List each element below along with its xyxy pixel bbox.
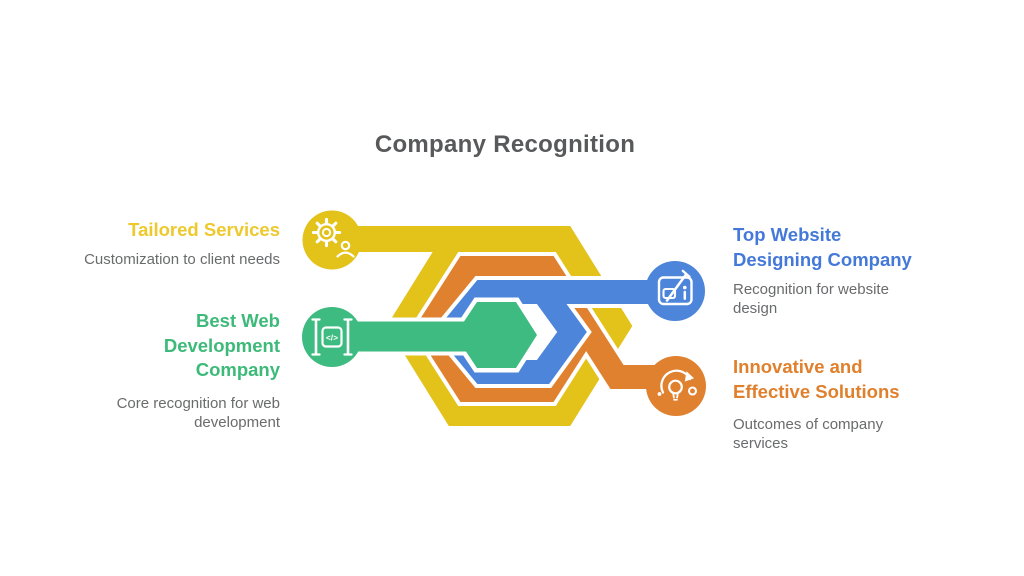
callout-heading: Innovative and Effective Solutions xyxy=(733,356,900,402)
callout-description: Customization to client needs xyxy=(84,250,280,268)
gear-person-icon xyxy=(311,217,355,258)
callout-heading: Tailored Services xyxy=(128,219,280,240)
callout-heading: Top Website Designing Company xyxy=(733,224,912,270)
callout-description: Recognition for website design xyxy=(733,281,889,317)
branch-web-development: </> xyxy=(298,297,543,373)
callout-description: Core recognition for web development xyxy=(116,394,280,431)
callout-web-development: Best Web Development Company Core recogn… xyxy=(30,309,280,432)
callout-tailored-services: Tailored Services Customization to clien… xyxy=(30,218,280,269)
tablet-pen-icon xyxy=(657,269,693,306)
code-glyph: </> xyxy=(326,333,338,343)
lightbulb-cycle-icon xyxy=(657,369,698,401)
callout-website-designing: Top Website Designing Company Recognitio… xyxy=(733,223,943,318)
icon-circle-innovative-solutions xyxy=(646,356,706,416)
code-window-icon: </> xyxy=(311,318,353,356)
callout-description: Outcomes of company services xyxy=(733,416,884,452)
callout-innovative-solutions: Innovative and Effective Solutions Outco… xyxy=(733,355,945,453)
callout-heading: Best Web Development Company xyxy=(163,310,280,380)
page-title: Company Recognition xyxy=(374,131,636,158)
branch-tailored-services xyxy=(298,206,638,430)
